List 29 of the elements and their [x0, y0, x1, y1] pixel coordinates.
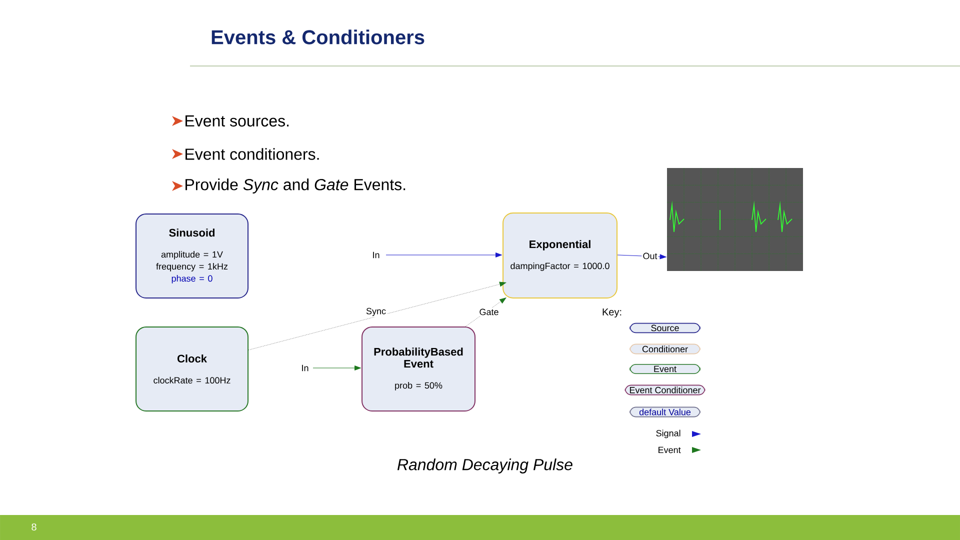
legend-key: Event Conditioner [624, 384, 706, 396]
edge-label: In [371, 250, 381, 260]
arrow [617, 254, 666, 260]
legend-entry: Event [658, 446, 701, 454]
edge-label: Sync [365, 306, 387, 318]
conditioner-box: Exponential dampingFactor = 1000.0 [502, 212, 618, 298]
arrow [465, 298, 506, 327]
bullet-item: Event conditioners. [172, 148, 319, 160]
edge-label: In [300, 364, 310, 372]
arrow [386, 252, 502, 258]
event-conditioner-box: ProbabilityBased Event prob = 50% [362, 326, 476, 412]
picture [666, 168, 804, 272]
title: Events & Conditioners [212, 30, 424, 44]
legend-entry: Signal [656, 430, 701, 438]
key-label: Key: [602, 308, 622, 318]
arrow [312, 366, 362, 370]
bullet-item: Event sources. [172, 115, 289, 127]
page-number: 8 [32, 523, 36, 531]
source-box: Sinusoid amplitude = 1V frequency = 1kHz phase = 0 [136, 214, 248, 298]
edge-label: Out [642, 252, 658, 260]
legend-key: Conditioner [630, 344, 700, 354]
legend-key: Source [630, 322, 700, 334]
legend-key: default Value [630, 406, 700, 418]
bullet-item: Provide Sync and Gate Events. [172, 178, 406, 194]
arrow [248, 282, 506, 350]
legend-key: Event [630, 364, 700, 374]
event-box: Clock clockRate = 100Hz [136, 326, 248, 412]
edge-label: Gate [478, 308, 500, 316]
caption: Random Decaying Pulse [397, 458, 572, 474]
